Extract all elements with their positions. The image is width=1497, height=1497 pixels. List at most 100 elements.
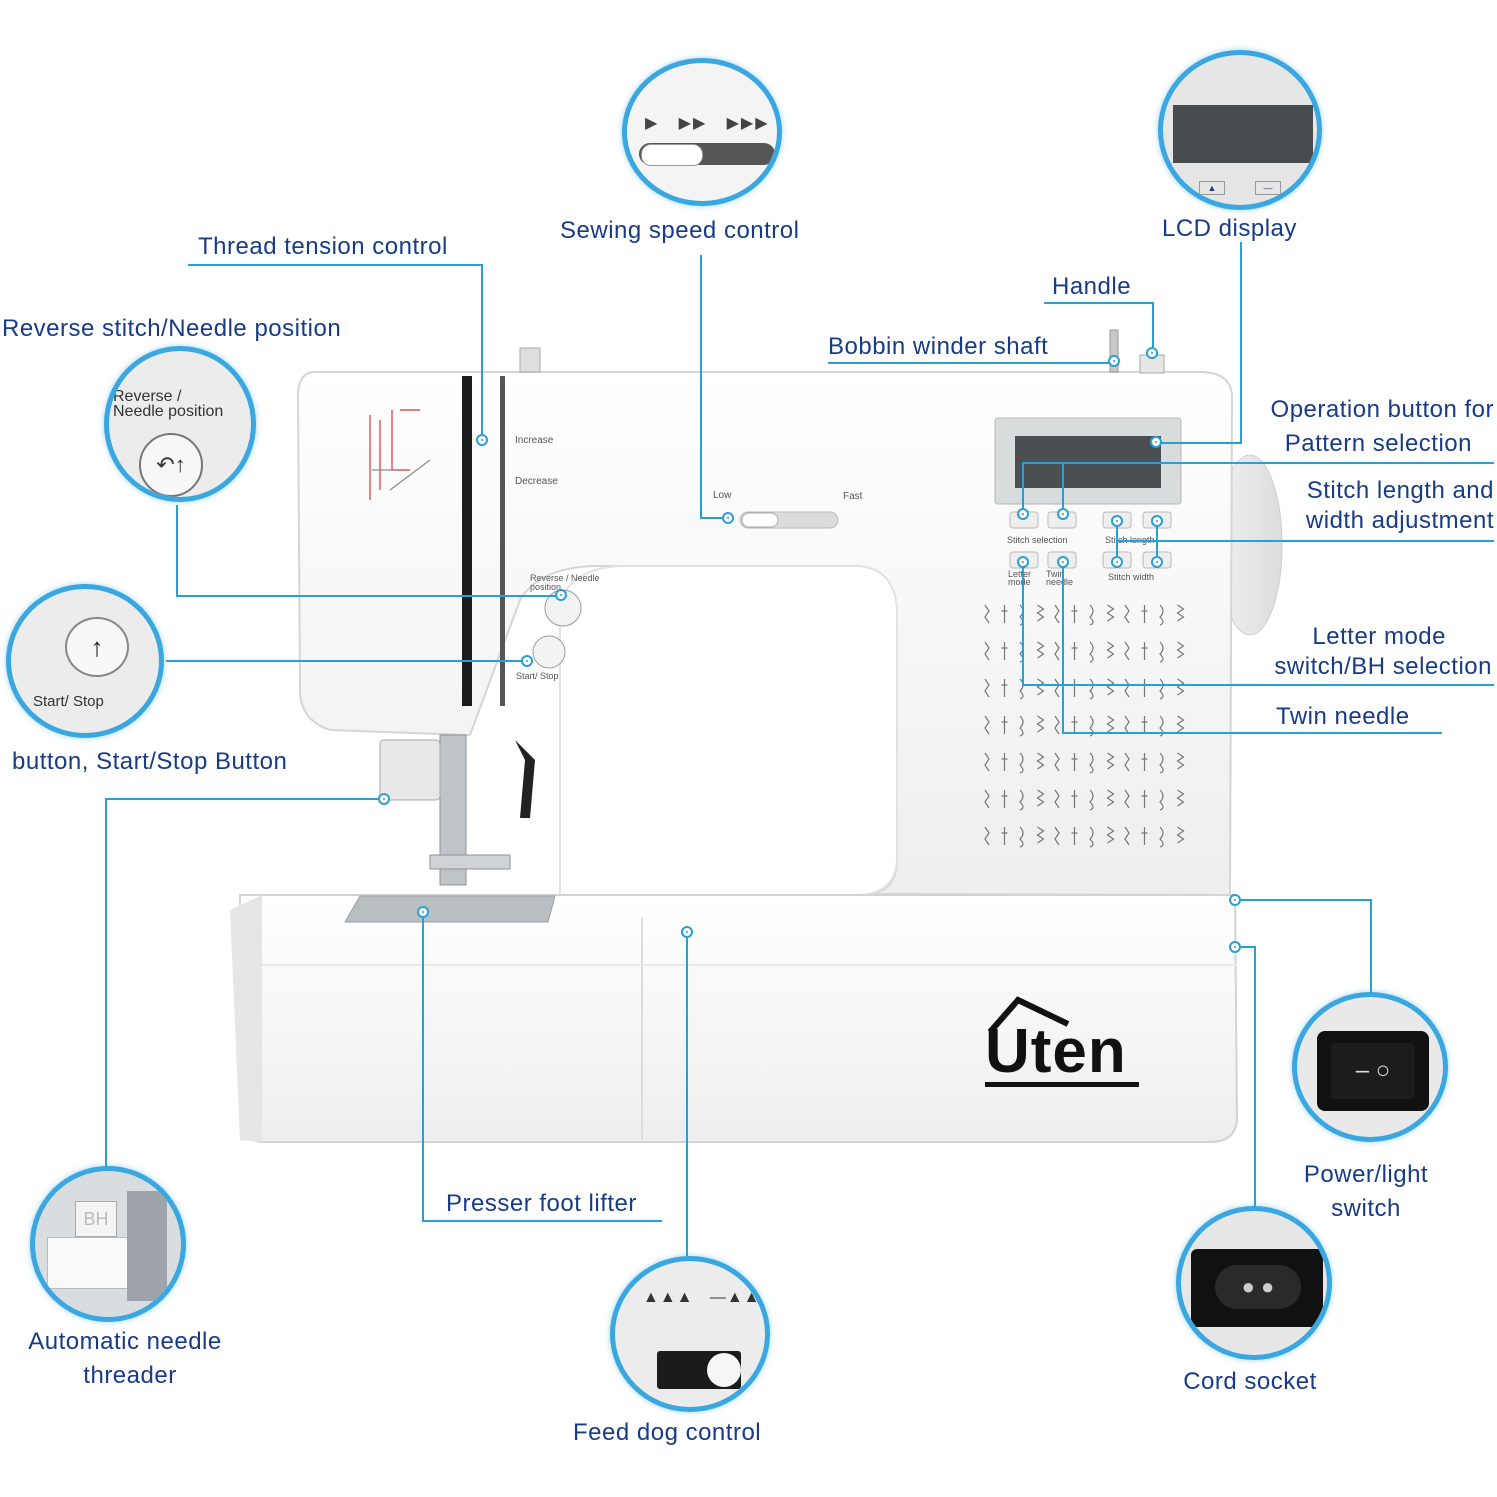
stitch-pattern-symbol	[1054, 641, 1060, 661]
stitch-pattern-symbol	[1176, 604, 1185, 622]
zoom-reverse-label-2: Needle position	[113, 403, 224, 420]
label-twin-needle: Twin needle	[1276, 703, 1410, 730]
stitch-pattern-symbol	[1036, 826, 1045, 844]
marker-reverse	[555, 589, 567, 601]
label-power-switch-2: switch	[1331, 1195, 1401, 1222]
stitch-pattern-symbol	[1001, 605, 1008, 623]
stitch-pattern-symbol	[1124, 789, 1130, 809]
stitch-pattern-symbol	[1176, 789, 1185, 807]
arm-opening	[559, 565, 898, 896]
stitch-pattern-symbol	[1054, 604, 1060, 624]
label-presser-foot: Presser foot lifter	[446, 1190, 637, 1217]
stitch-pattern-symbol	[1001, 753, 1008, 771]
marker-bobbin	[1108, 355, 1120, 367]
stitch-pattern-symbol	[1001, 679, 1008, 697]
zoom-start-stop-label: Start/ Stop	[33, 693, 104, 710]
marker-power	[1229, 894, 1241, 906]
zoom-power-switch: – ○	[1292, 992, 1448, 1142]
minus-icon: —	[1255, 181, 1281, 195]
marker-handle	[1146, 347, 1158, 359]
marker-start-stop	[521, 655, 533, 667]
marker-op-right	[1057, 508, 1069, 520]
label-stitch-adjust-2: width adjustment	[1305, 507, 1494, 534]
stitch-pattern-symbol	[1176, 752, 1185, 770]
stitch-pattern-symbol	[1019, 826, 1024, 848]
stitch-pattern-symbol	[1019, 752, 1024, 774]
brand-logo: Uten	[985, 1021, 1139, 1087]
label-needle-threader-1: Automatic needle	[28, 1328, 222, 1355]
label-power-switch-1: Power/light	[1303, 1161, 1429, 1188]
marker-cord	[1229, 941, 1241, 953]
marker-width-down	[1151, 556, 1163, 568]
stitch-pattern-symbol	[1054, 678, 1060, 698]
stitch-pattern-symbol	[1176, 826, 1185, 844]
stitch-pattern-symbol	[1071, 753, 1078, 771]
stitch-pattern-symbol	[1106, 789, 1115, 807]
stitch-pattern-symbol	[984, 789, 990, 809]
stitch-pattern-symbol	[984, 826, 990, 846]
stitch-pattern-symbol	[1124, 715, 1130, 735]
label-needle-threader-2: threader	[83, 1362, 177, 1389]
marker-presser-foot	[417, 906, 429, 918]
stitch-pattern-symbol	[1089, 715, 1094, 737]
marker-twin-needle	[1057, 556, 1069, 568]
stitch-pattern-symbol	[1089, 678, 1094, 700]
stitch-pattern-symbol	[1124, 604, 1130, 624]
stitch-pattern-symbol	[1071, 790, 1078, 808]
stitch-pattern-symbol	[1054, 752, 1060, 772]
label-reverse-needle: Reverse stitch/Needle position	[2, 315, 342, 342]
stitch-pattern-symbol	[1124, 678, 1130, 698]
marker-threader	[378, 793, 390, 805]
tension-decrease-text: Decrease	[515, 476, 558, 487]
marker-length-up	[1111, 515, 1123, 527]
label-operation-button-2: Pattern selection	[1284, 430, 1472, 457]
feed-dog-icon: ▲▲▲ —▲▲	[643, 1289, 761, 1306]
stitch-pattern-symbol	[1089, 752, 1094, 774]
speed-low-text: Low	[713, 490, 732, 501]
stitch-pattern-symbol	[1141, 790, 1148, 808]
stitch-pattern-symbol	[1159, 604, 1164, 626]
stitch-pattern-symbol	[1106, 752, 1115, 770]
stitch-pattern-symbol	[1036, 789, 1045, 807]
stitch-pattern-symbol	[984, 604, 990, 624]
stitch-pattern-symbol	[1141, 753, 1148, 771]
marker-letter-mode	[1017, 556, 1029, 568]
panel-reverse-text: Reverse / Needle position	[530, 573, 600, 592]
stitch-pattern-symbol	[1141, 716, 1148, 734]
stitch-pattern-symbol	[1036, 715, 1045, 733]
label-cord-socket: Cord socket	[1183, 1368, 1317, 1395]
stitch-pattern-symbol	[1054, 715, 1060, 735]
stitch-pattern-symbol	[1001, 790, 1008, 808]
stitch-pattern-symbol	[1001, 642, 1008, 660]
stitch-pattern-symbol	[1159, 678, 1164, 700]
label-sewing-speed: Sewing speed control	[560, 217, 800, 244]
label-feed-dog: Feed dog control	[573, 1419, 762, 1446]
speed-fast-text: Fast	[843, 491, 863, 502]
stitch-pattern-chart	[984, 604, 1185, 848]
stitch-pattern-symbol	[1054, 789, 1060, 809]
stitch-pattern-symbol	[1106, 678, 1115, 696]
zoom-feed-dog: ▲▲▲ —▲▲	[610, 1256, 770, 1412]
stitch-pattern-symbol	[1159, 715, 1164, 737]
stitch-pattern-symbol	[1176, 678, 1185, 696]
stitch-pattern-symbol	[1176, 715, 1185, 733]
stitch-pattern-symbol	[1159, 789, 1164, 811]
marker-op-left	[1017, 508, 1029, 520]
zoom-start-stop: ↑ Start/ Stop	[6, 584, 164, 738]
label-lcd-display: LCD display	[1162, 215, 1297, 242]
stitch-pattern-symbol	[1054, 826, 1060, 846]
marker-speed	[722, 512, 734, 524]
stitch-pattern-symbol	[1106, 826, 1115, 844]
zoom-needle-threader: BH	[30, 1166, 186, 1322]
logo-roof	[987, 996, 1070, 1034]
stitch-pattern-symbol	[1036, 752, 1045, 770]
zoom-speed-control: ▶ ▶▶ ▶▶▶	[622, 58, 782, 206]
stitch-pattern-symbol	[1036, 641, 1045, 659]
zoom-reverse-label-1: Reverse /	[113, 388, 182, 405]
stitch-pattern-symbol	[1089, 604, 1094, 626]
zoom-bh-label: BH	[75, 1201, 117, 1237]
tension-increase-text: Increase	[515, 435, 554, 446]
stitch-pattern-symbol	[1106, 604, 1115, 622]
